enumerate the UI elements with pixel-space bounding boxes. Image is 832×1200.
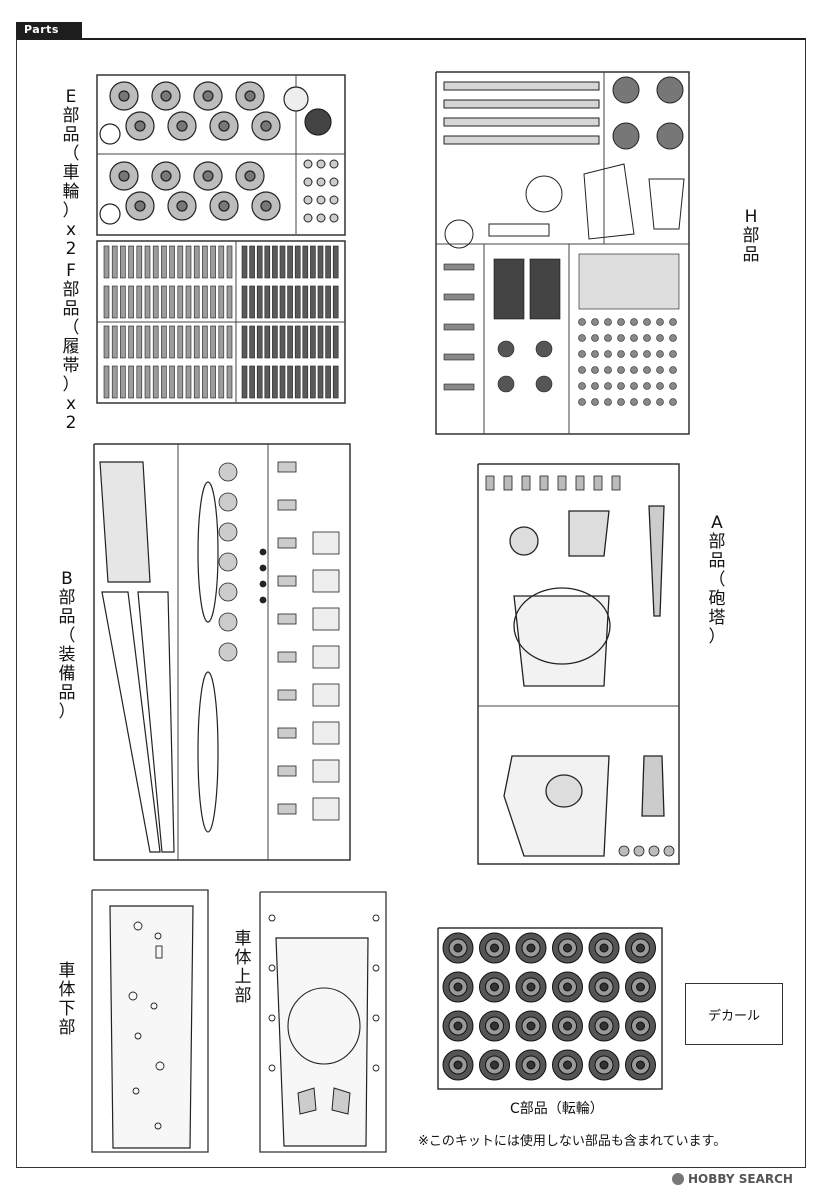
sprue-f-drawing (96, 240, 346, 404)
watermark-text: HOBBY SEARCH (688, 1172, 793, 1186)
hobby-search-logo-icon (672, 1173, 684, 1185)
sprue-c-drawing (437, 927, 663, 1090)
hull-lower-drawing (91, 889, 209, 1153)
hull-upper-label: 車体上部 (234, 929, 252, 1006)
page-frame (16, 38, 806, 1168)
sprue-h-drawing (435, 71, 690, 435)
sprue-b-drawing (93, 443, 351, 861)
footnote: ※このキットには使用しない部品も含まれています。 (418, 1134, 727, 1149)
watermark: HOBBY SEARCH (672, 1172, 793, 1186)
hull-upper-drawing (259, 891, 387, 1153)
sprue-a-drawing (477, 463, 680, 865)
sprue-e-drawing (96, 74, 346, 236)
sprue-c-label: C部品（転輪） (510, 1101, 604, 1117)
hull-lower-label: 車体下部 (58, 961, 76, 1038)
page-tab: Parts (16, 22, 82, 38)
decal-sheet: デカール (685, 983, 783, 1045)
decal-label: デカール (707, 1008, 760, 1024)
